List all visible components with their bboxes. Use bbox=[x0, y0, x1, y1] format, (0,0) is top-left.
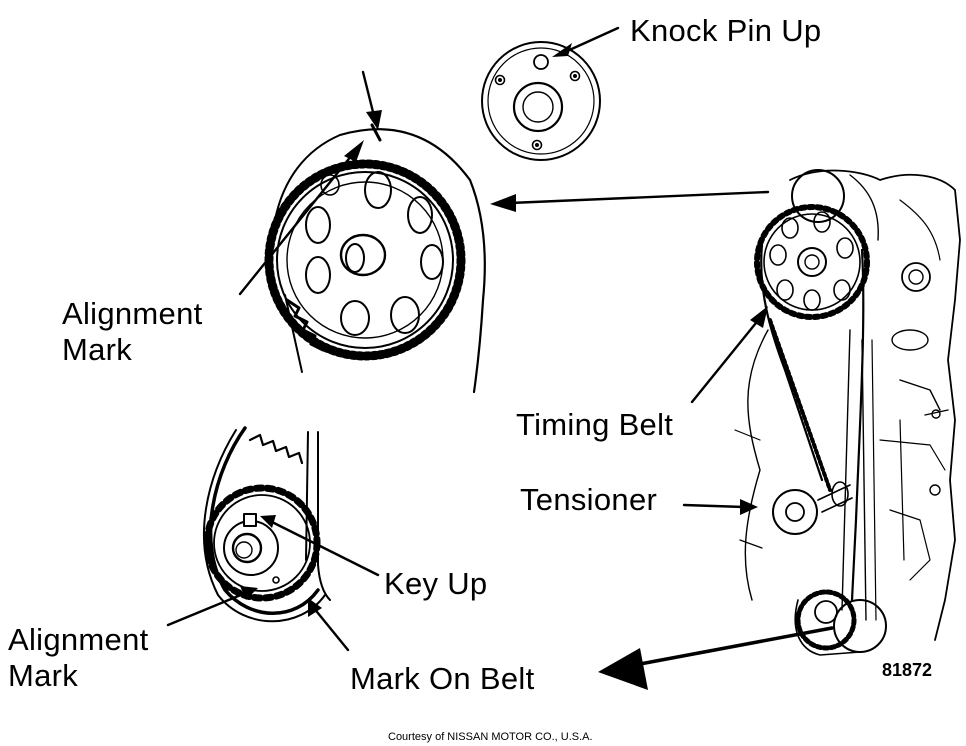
cam-alignment-leader bbox=[238, 143, 362, 296]
detail-arrow-line bbox=[508, 190, 770, 205]
cam-sprocket-drawing bbox=[264, 123, 486, 394]
mark-on-belt-leader bbox=[311, 605, 350, 652]
crank-key bbox=[243, 513, 257, 527]
timing-belt-leader bbox=[690, 316, 762, 404]
cam-plate-drawing bbox=[481, 41, 601, 161]
crank-alignment-line2: Mark bbox=[8, 658, 79, 693]
tensioner-label: Tensioner bbox=[520, 482, 658, 517]
timing-belt-label: Timing Belt bbox=[516, 407, 674, 442]
arrowheads bbox=[240, 43, 768, 690]
cam-alignment-mark-label: Alignment Mark bbox=[62, 296, 203, 368]
knock-pin-leader bbox=[563, 26, 620, 54]
cam-alignment-line1: Alignment bbox=[62, 296, 203, 331]
tensioner-leader bbox=[682, 503, 746, 509]
knock-pin-label: Knock Pin Up bbox=[630, 13, 822, 48]
figure-number: 81872 bbox=[882, 660, 933, 680]
engine-drawing bbox=[734, 169, 961, 656]
crank-alignment-line1: Alignment bbox=[8, 622, 149, 657]
key-up-label: Key Up bbox=[384, 566, 488, 601]
mark-on-belt-label: Mark On Belt bbox=[350, 661, 535, 696]
cam-alignment-line2: Mark bbox=[62, 332, 133, 367]
credit-line: Courtesy of NISSAN MOTOR CO., U.S.A. bbox=[388, 731, 593, 743]
detail-arrow-line-lower bbox=[638, 626, 834, 666]
crank-alignment-leader bbox=[166, 590, 250, 627]
key-up-leader bbox=[270, 520, 380, 577]
crank-alignment-mark-label: Alignment Mark bbox=[8, 622, 149, 694]
crank-sprocket-drawing bbox=[202, 426, 331, 623]
leader-lines bbox=[166, 26, 834, 666]
knock-pin bbox=[533, 54, 549, 70]
